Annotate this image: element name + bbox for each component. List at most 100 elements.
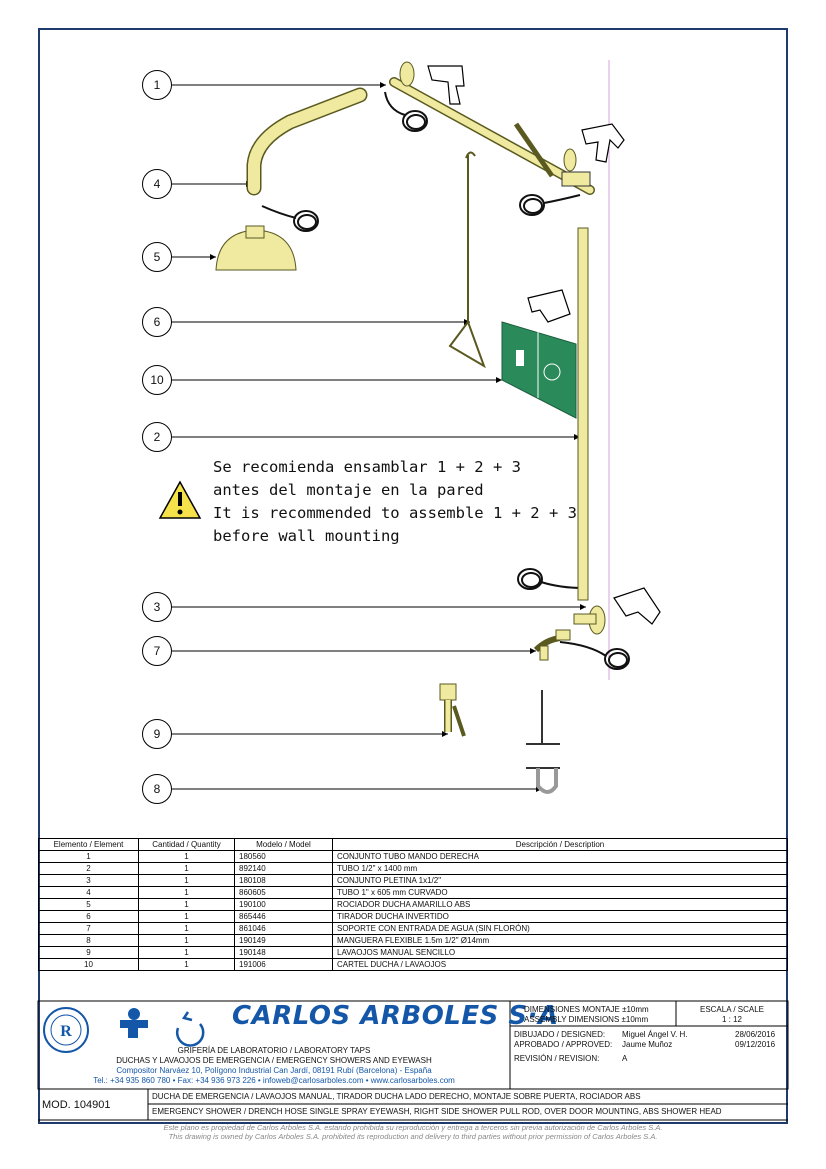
- cell-description: MANGUERA FLEXIBLE 1.5m 1/2" Ø14mm: [332, 934, 788, 947]
- cell-quantity: 1: [138, 850, 235, 863]
- callout-10: 10: [142, 365, 172, 395]
- company-address: Compositor Narváez 10, Polígono Industri…: [116, 1066, 432, 1075]
- cell-description: TUBO 1" x 605 mm CURVADO: [332, 886, 788, 899]
- hose-coils: [261, 91, 630, 670]
- model-number: MOD. 104901: [42, 1099, 111, 1111]
- cell-quantity: 1: [138, 898, 235, 911]
- note-line: before wall mounting: [213, 527, 400, 545]
- cell-model: 190100: [234, 898, 333, 911]
- callout-8: 8: [142, 774, 172, 804]
- callout-4: 4: [142, 169, 172, 199]
- callout-1: 1: [142, 70, 172, 100]
- recycle-logo: [175, 1011, 205, 1047]
- cell-quantity: 1: [138, 946, 235, 959]
- cell-element: 7: [38, 922, 139, 935]
- cell-quantity: 1: [138, 958, 235, 971]
- description-en: EMERGENCY SHOWER / DRENCH HOSE SINGLE SP…: [152, 1107, 722, 1116]
- warning-icon: [158, 480, 202, 519]
- hand-icons: [427, 65, 661, 625]
- cell-element: 6: [38, 910, 139, 923]
- header-model: Modelo / Model: [234, 838, 333, 851]
- cell-model: 892140: [234, 862, 333, 875]
- tap-logo: [120, 1008, 148, 1038]
- cell-quantity: 1: [138, 922, 235, 935]
- scale-block: ESCALA / SCALE 1 : 12: [676, 1005, 788, 1025]
- note-line: It is recommended to assemble 1 + 2 + 3: [213, 504, 577, 522]
- header-description: Descripción / Description: [332, 838, 788, 851]
- approved-date: 09/12/2016: [735, 1040, 776, 1049]
- description-es: DUCHA DE EMERGENCIA / LAVAOJOS MANUAL, T…: [152, 1092, 641, 1101]
- cell-description: LAVAOJOS MANUAL SENCILLO: [332, 946, 788, 959]
- header-quantity: Cantidad / Quantity: [138, 838, 235, 851]
- header-element: Elemento / Element: [38, 838, 139, 851]
- assembly-note: Se recomienda ensamblar 1 + 2 + 3 antes d…: [213, 456, 577, 548]
- cell-model: 180108: [234, 874, 333, 887]
- callout-6: 6: [142, 307, 172, 337]
- valve-lever: [513, 122, 555, 178]
- cell-element: 1: [38, 850, 139, 863]
- cell-model: 180560: [234, 850, 333, 863]
- company-line: GRIFERÍA DE LABORATORIO / LABORATORY TAP…: [177, 1046, 371, 1055]
- cell-element: 2: [38, 862, 139, 875]
- cell-description: CARTEL DUCHA / LAVAOJOS: [332, 958, 788, 971]
- table-header-row: Elemento / Element Cantidad / Quantity M…: [38, 838, 788, 851]
- pull-rod: [448, 151, 486, 369]
- cell-quantity: 1: [138, 862, 235, 875]
- scale-label: ESCALA / SCALE: [699, 1005, 765, 1014]
- shower-sign: [501, 321, 577, 419]
- cell-element: 9: [38, 946, 139, 959]
- callout-5: 5: [142, 242, 172, 272]
- callout-9: 9: [142, 719, 172, 749]
- valve-body: [561, 171, 591, 187]
- dimensions-en: ASSEMBLY DIMENSIONS ±10mm: [524, 1015, 649, 1024]
- cell-model: 191006: [234, 958, 333, 971]
- vertical-pipe: [577, 227, 589, 601]
- quality-seal-logo: R: [43, 1007, 89, 1053]
- cell-model: 190149: [234, 934, 333, 947]
- water-inlet-support: [533, 629, 571, 661]
- note-line: Se recomienda ensamblar 1 + 2 + 3: [213, 458, 521, 476]
- copyright-es: Este plano es propiedad de Carlos Arbole…: [163, 1123, 663, 1132]
- eyewash: [439, 683, 466, 737]
- cell-model: 860605: [234, 886, 333, 899]
- cell-quantity: 1: [138, 886, 235, 899]
- cell-model: 865446: [234, 910, 333, 923]
- copyright-en: This drawing is owned by Carlos Arboles …: [168, 1132, 658, 1141]
- cell-description: CONJUNTO PLETINA 1x1/2": [332, 874, 788, 887]
- cell-element: 10: [38, 958, 139, 971]
- revision-value: A: [622, 1054, 628, 1063]
- company-contact: Tel.: +34 935 860 780 • Fax: +34 936 973…: [93, 1076, 455, 1085]
- leader-lines: [172, 84, 586, 790]
- designed-date: 28/06/2016: [735, 1030, 776, 1039]
- cell-description: CONJUNTO TUBO MANDO DERECHA: [332, 850, 788, 863]
- cell-description: TIRADOR DUCHA INVERTIDO: [332, 910, 788, 923]
- company-logo-text: CARLOS ARBOLES S·A: [232, 1001, 559, 1031]
- cell-quantity: 1: [138, 910, 235, 923]
- cell-model: 190148: [234, 946, 333, 959]
- callout-3: 3: [142, 592, 172, 622]
- cell-quantity: 1: [138, 874, 235, 887]
- flexible-hose-diagram: [526, 690, 560, 794]
- company-info: GRIFERÍA DE LABORATORIO / LABORATORY TAP…: [38, 1046, 510, 1086]
- callout-7: 7: [142, 636, 172, 666]
- designed-by: Miguel Ángel V. H.: [622, 1030, 688, 1039]
- cell-element: 3: [38, 874, 139, 887]
- callout-2: 2: [142, 422, 172, 452]
- note-line: antes del montaje en la pared: [213, 481, 484, 499]
- cell-description: ROCIADOR DUCHA AMARILLO ABS: [332, 898, 788, 911]
- drawing-sheet-border: [38, 28, 788, 1124]
- svg-text:R: R: [60, 1023, 72, 1040]
- revision-label: REVISIÓN / REVISION:: [514, 1054, 600, 1063]
- dimensions-es: DIMENSIONES MONTAJE ±10mm: [524, 1005, 649, 1014]
- dimensions-block: DIMENSIONES MONTAJE ±10mm ASSEMBLY DIMEN…: [524, 1005, 649, 1025]
